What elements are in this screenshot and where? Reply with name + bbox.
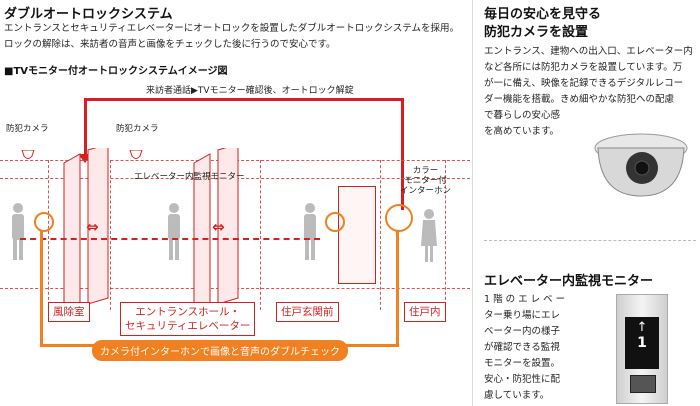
camera-description: エントランス、建物への出入口、エレベーター内 など各所には防犯カメラを設置してい… xyxy=(484,44,696,140)
intro-line-2: ロックの解除は、来訪者の音声と画像をチェックした後に行うので安心です。 xyxy=(4,39,336,50)
floor-display: ↑ 1 xyxy=(625,317,659,369)
flow-label: 来訪者通話▶TVモニター確認後、オートロック解錠 xyxy=(146,86,354,96)
monitor-text-line: 慮しています。 xyxy=(484,390,550,401)
monitor-text-line: 安心・防犯性に配 xyxy=(484,374,561,385)
section-divider xyxy=(484,240,696,241)
route-line-right xyxy=(401,98,404,210)
elevator-door xyxy=(338,186,376,284)
monitor-text-line: モニターを設置。 xyxy=(484,358,561,369)
route-line-left xyxy=(84,98,87,158)
camera-label-1: 防犯カメラ xyxy=(6,124,49,134)
zone-label-unit-interior: 住戸内 xyxy=(404,302,446,322)
indoor-monitor-icon xyxy=(385,204,413,232)
visitor-figure xyxy=(12,203,24,260)
security-camera-icon xyxy=(129,150,143,159)
camera-text-line: ダー機能を搭載。きめ細やかな防犯への配慮 xyxy=(484,94,675,105)
security-camera-icon xyxy=(21,150,35,159)
elevator-monitor-panel: ↑ 1 xyxy=(616,294,668,404)
monitor-text-line: 1 階 の エ レ ベ ー xyxy=(484,294,566,305)
entrance-doors xyxy=(63,148,109,317)
column-divider xyxy=(472,0,473,406)
visitor-figure xyxy=(304,203,316,260)
zone-label-windbreak: 風除室 xyxy=(48,302,90,322)
visitor-path xyxy=(20,238,320,240)
visitor-figure xyxy=(168,203,180,260)
monitor-text-line: が確認できる監視 xyxy=(484,342,560,353)
dome-camera-image xyxy=(594,133,688,197)
camera-title-line-1: 毎日の安心を見守る xyxy=(484,7,602,22)
floor-number: 1 xyxy=(637,335,647,351)
camera-screen xyxy=(630,375,656,393)
door-intercom-icon xyxy=(325,212,345,232)
monitor-title: エレベーター内監視モニター xyxy=(484,274,654,289)
camera-text-line: で暮らしの安心感 xyxy=(484,110,561,121)
orange-line-right xyxy=(396,230,399,346)
intro-line-1: エントランスとセキュリティエレベーターにオートロックを設置したダブルオートロック… xyxy=(4,23,459,34)
autolock-diagram: 来訪者通話▶TVモニター確認後、オートロック解錠 防犯カメラ 防犯カメラ ⇔ ⇔… xyxy=(0,78,470,406)
section-title: ダブルオートロックシステム xyxy=(4,7,173,22)
security-doors xyxy=(193,148,239,317)
monitor-text-line: ター乗り場にエレ xyxy=(484,310,561,321)
double-arrow-icon: ⇔ xyxy=(86,218,99,236)
dash-v-1 xyxy=(48,160,49,310)
camera-text-line: が一に備え、映像を記録できるデジタルレコー xyxy=(484,78,684,89)
monitor-description: 1 階 の エ レ ベ ー ター乗り場にエレ ベーター内の様子 が確認できる監視… xyxy=(484,292,614,404)
bottom-caption: カメラ付インターホンで画像と音声のダブルチェック xyxy=(92,340,348,361)
intercom-label: カラー モニター付 インターホン xyxy=(400,166,452,196)
up-arrow-icon: ↑ xyxy=(636,320,648,335)
dash-v-4 xyxy=(380,160,381,310)
diagram-heading: ■TVモニター付オートロックシステムイメージ図 xyxy=(4,66,228,77)
zone-label-entrance-hall: エントランスホール・ セキュリティエレベーター xyxy=(120,302,256,336)
camera-label-2: 防犯カメラ xyxy=(116,124,159,134)
orange-line-left xyxy=(40,230,43,346)
elevator-monitor-label: エレベーター内監視モニター xyxy=(134,172,245,182)
zone-label-unit-entrance: 住戸玄関前 xyxy=(276,302,339,322)
camera-title-line-2: 防犯カメラを設置 xyxy=(484,25,589,40)
route-line-top xyxy=(84,98,404,101)
route-arrow-down-icon xyxy=(78,154,92,163)
camera-text-line: など各所には防犯カメラを設置しています。万 xyxy=(484,62,683,73)
intercom-panel-icon xyxy=(34,212,54,232)
dash-v-5 xyxy=(445,160,446,310)
resident-figure xyxy=(421,209,437,262)
double-arrow-icon: ⇔ xyxy=(212,218,225,236)
camera-text-line: を高めています。 xyxy=(484,126,560,137)
dash-v-3 xyxy=(260,160,261,310)
dash-v-2 xyxy=(110,160,111,310)
monitor-text-line: ベーター内の様子 xyxy=(484,326,561,337)
camera-text-line: エントランス、建物への出入口、エレベーター内 xyxy=(484,46,693,57)
